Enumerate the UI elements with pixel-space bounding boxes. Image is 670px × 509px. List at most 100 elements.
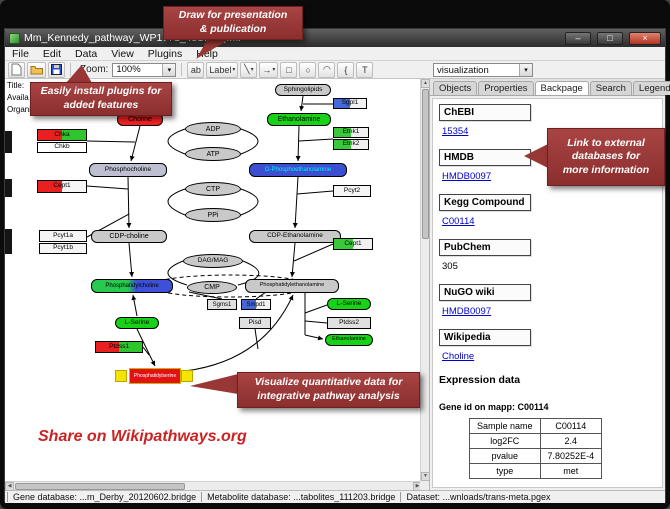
node-pcyt1a[interactable]: Pcyt1a <box>39 230 87 242</box>
save-button[interactable] <box>48 61 65 78</box>
zoom-combobox[interactable]: 100% ▾ <box>112 62 177 77</box>
node-pcyt2[interactable]: Pcyt2 <box>333 185 371 197</box>
node-chka[interactable]: Chka <box>37 129 87 141</box>
visualization-value: visualization <box>437 64 489 76</box>
node-o-phosphoethanolamine[interactable]: O-Phosphoethanolamine <box>249 163 347 177</box>
arrow-tool-icon: → <box>262 64 272 75</box>
node-pcyt1b[interactable]: Pcyt1b <box>39 243 87 254</box>
node-box[interactable] <box>5 131 12 153</box>
close-button[interactable]: × <box>629 31 661 45</box>
label-tool-icon: ab <box>190 64 201 75</box>
node-chkb[interactable]: Chkb <box>37 142 87 153</box>
table-cell: C00114 <box>539 418 603 434</box>
node-sgpl1[interactable]: Sgpl1 <box>333 98 367 109</box>
visualization-combobox[interactable]: visualization ▾ <box>433 63 533 77</box>
node-box[interactable] <box>5 229 12 254</box>
new-button[interactable] <box>8 61 25 78</box>
external-link[interactable]: HMDB0097 <box>442 306 492 317</box>
status-bar: Gene database: ...m_Derby_20120602.bridg… <box>5 490 665 503</box>
menu-view[interactable]: View <box>111 47 134 60</box>
tab-objects[interactable]: Objects <box>433 81 478 95</box>
node-cdp-choline[interactable]: CDP-choline <box>91 230 167 243</box>
node-l-serine[interactable]: L-Serine <box>327 298 371 310</box>
external-link[interactable]: 15354 <box>442 126 469 137</box>
external-link[interactable]: Choline <box>442 351 475 362</box>
node-cept1[interactable]: Cept1 <box>37 180 87 193</box>
vertical-scroll-thumb[interactable] <box>422 89 429 239</box>
node-adp[interactable]: ADP <box>185 122 241 136</box>
node-box[interactable] <box>115 370 127 382</box>
external-link[interactable]: C00114 <box>442 216 475 227</box>
node-ethanolamine[interactable]: Ethanolamine <box>325 334 373 346</box>
menu-edit[interactable]: Edit <box>42 47 62 60</box>
menu-plugins[interactable]: Plugins <box>147 47 183 60</box>
node-atp[interactable]: ATP <box>185 147 241 161</box>
callout-visualize-data: Visualize quantitative data for integrat… <box>237 372 420 408</box>
scroll-down-icon[interactable]: ▼ <box>421 472 430 481</box>
node-l-serine[interactable]: L-Serine <box>115 317 159 329</box>
node-sphingolipids[interactable]: Sphingolipids <box>275 84 331 96</box>
node-dag-mag[interactable]: DAG/MAG <box>183 254 243 268</box>
tab-properties[interactable]: Properties <box>478 81 534 95</box>
arc-tool[interactable]: ◠ <box>318 61 336 78</box>
minimize-button[interactable]: – <box>565 31 591 45</box>
node-ethanolamine[interactable]: Ethanolamine <box>267 113 331 126</box>
maximize-button[interactable]: □ <box>597 31 623 45</box>
arrow-tool[interactable]: →▾ <box>259 61 279 78</box>
horizontal-scroll-thumb[interactable] <box>15 483 185 490</box>
node-sgms1[interactable]: Sgms1 <box>207 299 237 310</box>
ellipse-tool-icon: ○ <box>305 64 311 75</box>
chevron-down-icon[interactable]: ▾ <box>162 63 176 76</box>
node-cept1[interactable]: Cept1 <box>333 238 373 250</box>
node-ptdss2[interactable]: Ptdss2 <box>327 317 371 329</box>
node-etnk1[interactable]: Etnk1 <box>333 127 369 138</box>
open-button[interactable] <box>27 61 46 78</box>
node-phosphocholine[interactable]: Phosphocholine <box>89 163 167 177</box>
node-phosphatidylethanolamine[interactable]: Phosphatidylethanolamine <box>245 279 339 293</box>
datanode-combo[interactable]: Label▾ <box>206 61 239 78</box>
label-tool[interactable]: ab <box>187 61 205 78</box>
node-cmp[interactable]: CMP <box>187 281 237 294</box>
gene-id-line: Gene id on mapp: C00114 <box>439 402 549 412</box>
node-box[interactable] <box>181 370 193 382</box>
brace-tool[interactable]: { <box>337 61 355 78</box>
node-pisd[interactable]: Pisd <box>239 317 271 329</box>
node-ptdss1[interactable]: Ptdss1 <box>95 341 143 353</box>
vertical-scrollbar[interactable]: ▲ ▼ <box>420 79 430 481</box>
ellipse-tool[interactable]: ○ <box>299 61 317 78</box>
status-item: Metabolite database: ...tabolites_111203… <box>201 492 400 502</box>
node-ppi[interactable]: PPi <box>185 208 241 222</box>
horizontal-scrollbar[interactable]: ◀ ▶ <box>5 481 422 491</box>
table-cell: pvalue <box>469 448 541 464</box>
tab-legend[interactable]: Legend <box>632 81 670 95</box>
table-cell: met <box>539 463 603 479</box>
node-phosphatidylserine[interactable]: Phosphatidylserine <box>129 368 181 384</box>
node-etnk2[interactable]: Etnk2 <box>333 139 369 150</box>
menu-file[interactable]: File <box>12 47 29 60</box>
text-tool[interactable]: T <box>356 61 374 78</box>
scroll-left-icon[interactable]: ◀ <box>5 482 14 491</box>
scroll-up-icon[interactable]: ▲ <box>421 79 430 88</box>
line-tool[interactable]: ╲▾ <box>240 61 258 78</box>
chevron-down-icon[interactable]: ▾ <box>519 64 532 76</box>
tab-backpage[interactable]: Backpage <box>534 81 589 95</box>
callout-line: databases for <box>571 150 641 163</box>
node-box[interactable] <box>5 179 12 197</box>
tab-search[interactable]: Search <box>589 81 632 95</box>
node-smpd1[interactable]: Smpd1 <box>241 299 271 310</box>
node-phosphatidylcholine[interactable]: Phosphatidylcholine <box>91 279 173 293</box>
node-ctp[interactable]: CTP <box>185 182 241 196</box>
external-link[interactable]: HMDB0097 <box>442 171 492 182</box>
brace-tool-icon: { <box>344 64 348 75</box>
pathway-info-text: Availa <box>7 93 29 102</box>
table-cell: log2FC <box>469 433 541 449</box>
menu-data[interactable]: Data <box>75 47 98 60</box>
node-cdp-ethanolamine[interactable]: CDP-Ethanolamine <box>249 230 341 243</box>
rectangle-tool[interactable]: □ <box>280 61 298 78</box>
